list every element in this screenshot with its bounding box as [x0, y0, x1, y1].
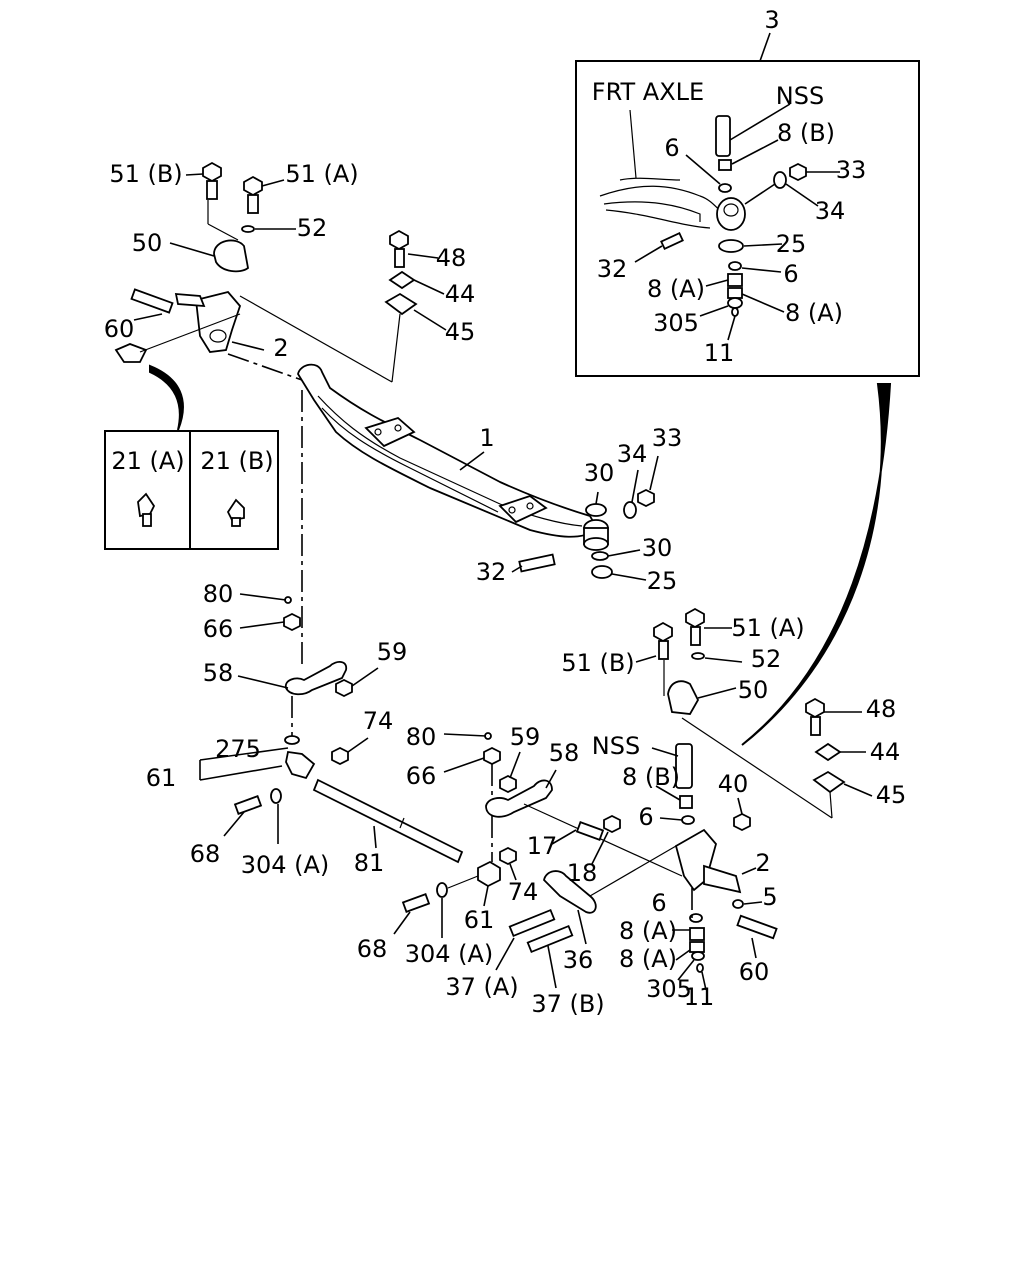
callout-l-34-mid: 34: [617, 440, 648, 468]
callout-l-8a-r1: 8 (A): [619, 917, 677, 945]
callout-arrow-right: [741, 383, 892, 746]
callout-l-25-top: 25: [776, 230, 807, 258]
left-knuckle-group: [114, 161, 393, 431]
callout-l-nss-r: NSS: [592, 732, 640, 760]
callout-l-48-tl: 48: [436, 244, 467, 272]
callout-l-61-l: 61: [146, 764, 177, 792]
front-axle-beam: [297, 363, 600, 538]
callout-l-6b-top: 6: [783, 260, 798, 288]
callout-l-33-top: 33: [836, 156, 867, 184]
callout-l-1: 1: [479, 424, 494, 452]
callout-l-68-m: 68: [357, 935, 388, 963]
callout-l-8b-top: 8 (B): [777, 119, 835, 147]
callout-l-8a-top-r: 8 (A): [785, 299, 843, 327]
callout-l-52-r: 52: [751, 645, 782, 673]
callout-l-304a-l: 304 (A): [241, 851, 330, 879]
callout-l-60-tl: 60: [104, 315, 135, 343]
callout-l-51a-r: 51 (A): [731, 614, 804, 642]
callout-l-8b-r: 8 (B): [622, 763, 680, 791]
u-bolt-parts-left: [384, 229, 447, 383]
beam-right-end-parts: [511, 455, 659, 581]
callout-l-74-m: 74: [508, 878, 539, 906]
callout-l-304a-m: 304 (A): [405, 940, 494, 968]
callout-l-21b: 21 (B): [200, 447, 273, 475]
callout-l-6-r: 6: [638, 803, 653, 831]
callout-l-3: 3: [764, 6, 779, 34]
right-knuckle-group: [495, 607, 833, 991]
callout-l-58-l: 58: [203, 659, 234, 687]
callout-l-68-l: 68: [190, 840, 221, 868]
callout-l-frt: FRT AXLE: [592, 78, 704, 106]
callout-l-74-l: 74: [363, 707, 394, 735]
callout-l-51b-r: 51 (B): [561, 649, 634, 677]
callout-l-66-m: 66: [406, 762, 437, 790]
tie-rod-81: [312, 778, 464, 864]
callout-l-305-r: 305: [646, 975, 692, 1003]
callout-l-32-top: 32: [597, 255, 628, 283]
tie-rod-end-group: [393, 732, 683, 938]
detail-inset-3: [575, 32, 920, 377]
callout-l-59-m: 59: [510, 723, 541, 751]
callout-l-50-tl: 50: [132, 229, 163, 257]
callout-l-6-top: 6: [664, 134, 679, 162]
callout-l-48-r: 48: [866, 695, 897, 723]
callout-l-44-r: 44: [870, 738, 901, 766]
callout-l-8a-r2: 8 (A): [619, 945, 677, 973]
left-steering-arm-group: [199, 593, 379, 844]
callout-l-11-r: 11: [684, 983, 715, 1011]
callout-l-61-m: 61: [464, 906, 495, 934]
callout-l-40: 40: [718, 770, 749, 798]
callout-l-30-mid2: 30: [642, 534, 673, 562]
callout-l-50-r: 50: [738, 676, 769, 704]
callout-l-80-m: 80: [406, 723, 437, 751]
callout-l-37a: 37 (A): [445, 973, 518, 1001]
callout-l-45-r: 45: [876, 781, 907, 809]
callout-l-66-l: 66: [203, 615, 234, 643]
callout-l-2-r: 2: [755, 849, 770, 877]
callout-l-5: 5: [762, 883, 777, 911]
callout-l-8a-top-l: 8 (A): [647, 275, 705, 303]
callout-l-44-tl: 44: [445, 280, 476, 308]
callout-l-18: 18: [567, 859, 598, 887]
callout-l-11-top: 11: [704, 339, 735, 367]
callout-l-51a-tl: 51 (A): [285, 160, 358, 188]
callout-l-21a: 21 (A): [111, 447, 184, 475]
callout-l-34-top: 34: [815, 197, 846, 225]
u-bolt-parts-right: [805, 697, 873, 819]
callout-arrow-left: [149, 364, 184, 431]
callout-l-37b: 37 (B): [531, 990, 604, 1018]
callout-l-30-mid1: 30: [584, 459, 615, 487]
callout-l-nss-top: NSS: [776, 82, 824, 110]
callout-l-17: 17: [527, 832, 558, 860]
callout-l-33-mid: 33: [652, 424, 683, 452]
callout-l-51b-tl: 51 (B): [109, 160, 182, 188]
callout-l-58-m: 58: [549, 739, 580, 767]
callout-l-2-tl: 2: [273, 334, 288, 362]
callout-l-80-l: 80: [203, 580, 234, 608]
callout-l-36: 36: [563, 946, 594, 974]
callout-l-81: 81: [354, 849, 385, 877]
callout-l-305-top: 305: [653, 309, 699, 337]
callout-l-52-tl: 52: [297, 214, 328, 242]
callout-l-25-mid: 25: [647, 567, 678, 595]
callout-l-6b-r: 6: [651, 889, 666, 917]
callout-l-45-tl: 45: [445, 318, 476, 346]
callout-l-275: 275: [215, 735, 261, 763]
callout-l-59-l: 59: [377, 638, 408, 666]
detail-inset-21: [104, 430, 279, 550]
callout-l-32-mid: 32: [476, 558, 507, 586]
callout-l-60-r: 60: [739, 958, 770, 986]
